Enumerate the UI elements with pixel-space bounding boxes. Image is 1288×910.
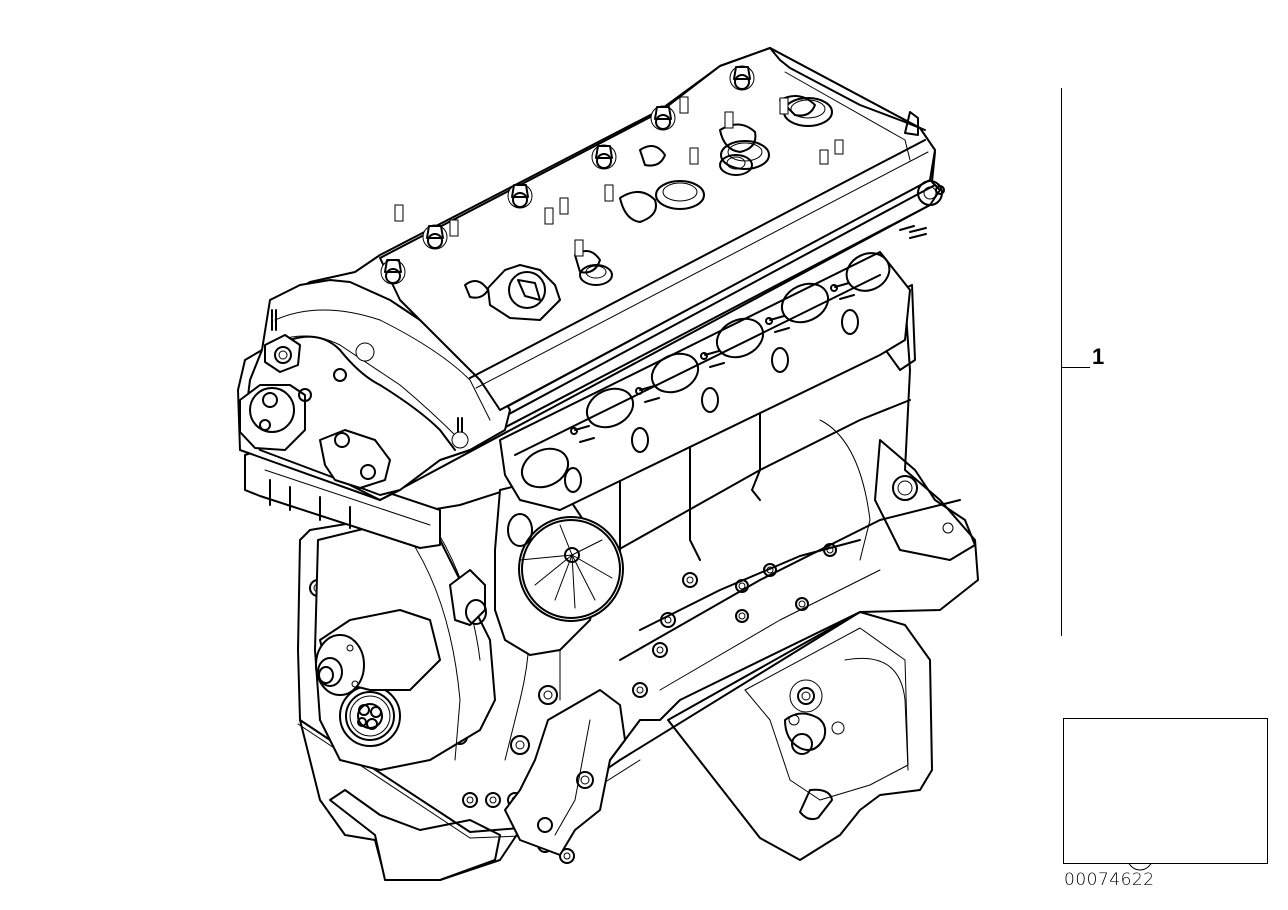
oil-pan <box>667 611 933 861</box>
intake-flange <box>499 225 915 511</box>
callout-number[interactable]: 1 <box>1092 344 1105 369</box>
callout-bracket <box>1061 88 1090 636</box>
vehicle-thumbnail-frame[interactable] <box>1063 718 1268 864</box>
cover-posts <box>394 96 844 257</box>
engine-illustration <box>237 47 979 881</box>
engine-mount-bracket <box>504 689 626 856</box>
crank-pulley <box>339 685 401 747</box>
water-pump <box>315 609 441 696</box>
spark-plug-wells <box>464 95 833 321</box>
reference-number: 00074622 <box>1064 870 1155 890</box>
oil-filter-housing <box>449 479 624 656</box>
vanos-unit <box>239 309 469 489</box>
intake-studs <box>570 225 915 443</box>
valve-cover-bolts <box>380 65 755 285</box>
